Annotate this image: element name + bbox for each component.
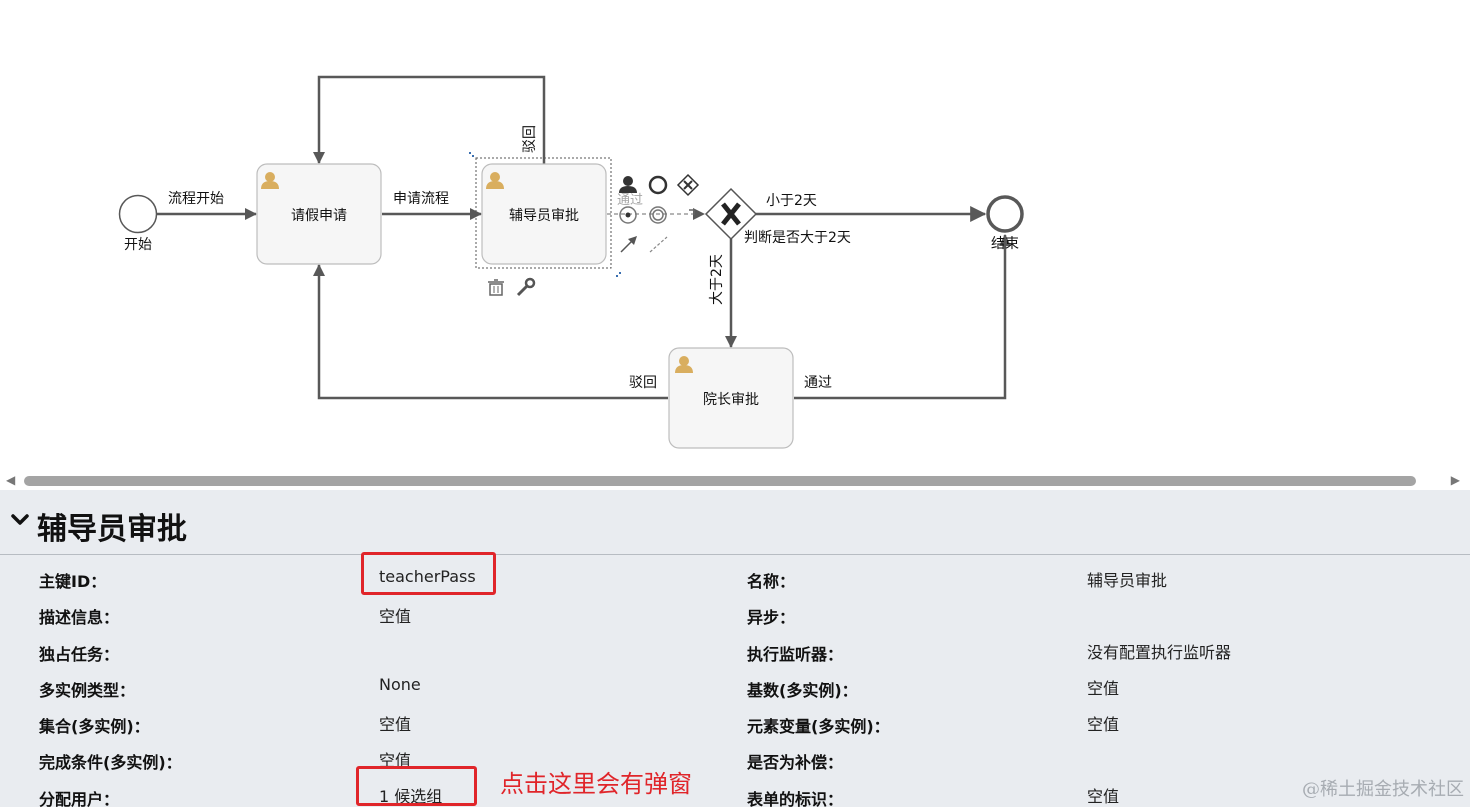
prop-label-execution-listeners: 执行监听器： <box>747 645 844 664</box>
bpmn-diagram[interactable]: 开始 结束 请假申请 <box>0 0 1470 470</box>
prop-value-assignment[interactable]: 1 候选组 <box>379 787 443 806</box>
start-event-label: 开始 <box>124 237 152 253</box>
prop-label-assignment: 分配用户： <box>39 790 120 809</box>
append-gateway-icon[interactable] <box>676 173 700 197</box>
flow-label-counselor-reject: 驳回 <box>522 125 538 153</box>
prop-value-description[interactable]: 空值 <box>379 607 412 626</box>
prop-label-collection: 集合(多实例)： <box>39 717 150 736</box>
prop-value-name[interactable]: 辅导员审批 <box>1087 571 1168 590</box>
flow-counselor-reject[interactable] <box>313 75 546 164</box>
prop-label-async: 异步： <box>747 608 796 627</box>
flow-label-apply: 申请流程 <box>393 191 449 207</box>
end-event[interactable] <box>986 195 1024 233</box>
properties-panel: 辅导员审批 主键ID： teacherPass 名称： 辅导员审批 描述信息： … <box>0 490 1470 809</box>
prop-label-name: 名称： <box>747 572 796 591</box>
scroll-right-icon[interactable]: ▶ <box>1450 473 1460 487</box>
prop-value-id[interactable]: teacherPass <box>379 567 476 586</box>
prop-label-exclusive: 独占任务： <box>39 645 120 664</box>
prop-value-form-key[interactable]: 空值 <box>1087 787 1120 806</box>
gateway-x-icon <box>721 202 741 226</box>
flow-dean-reject[interactable] <box>313 264 668 400</box>
task-dean[interactable] <box>668 347 794 449</box>
flow-label-less-than-2: 小于2天 <box>766 193 817 209</box>
prop-value-element-variable[interactable]: 空值 <box>1087 715 1120 734</box>
flow-label-dean-pass: 通过 <box>804 375 832 391</box>
selection-frame <box>475 157 612 269</box>
flow-label-start: 流程开始 <box>168 191 224 207</box>
bpmn-canvas[interactable]: 开始 结束 请假申请 <box>0 0 1470 470</box>
flow-label-dean-reject: 驳回 <box>629 375 657 391</box>
user-icon <box>675 356 693 373</box>
scroll-left-icon[interactable]: ◀ <box>6 473 16 487</box>
prop-value-multi-instance-type[interactable]: None <box>379 675 421 694</box>
prop-label-cardinality: 基数(多实例)： <box>747 681 858 700</box>
connect-arrow-icon[interactable] <box>620 236 637 253</box>
append-boundary-event-icon[interactable] <box>649 206 667 224</box>
append-user-task-icon[interactable] <box>619 176 637 193</box>
scrollbar-thumb[interactable] <box>24 476 1416 486</box>
resize-handle-icon[interactable] <box>469 152 621 277</box>
task-apply[interactable] <box>256 163 382 265</box>
prop-label-id: 主键ID： <box>39 572 107 591</box>
prop-value-execution-listeners[interactable]: 没有配置执行监听器 <box>1087 643 1232 662</box>
prop-label-multi-instance-type: 多实例类型： <box>39 681 136 700</box>
start-event[interactable] <box>118 194 158 234</box>
prop-label-form-key: 表单的标识： <box>747 790 844 809</box>
prop-label-compensation: 是否为补偿： <box>747 753 844 772</box>
flow-label-counselor-pass: 通过 <box>617 193 643 208</box>
highlight-box-id <box>361 552 496 595</box>
task-counselor[interactable] <box>469 152 621 277</box>
context-pad[interactable] <box>488 173 700 297</box>
task-dean-label: 院长审批 <box>703 392 759 408</box>
exclusive-gateway[interactable] <box>704 187 758 241</box>
properties-title: 辅导员审批 <box>37 512 187 547</box>
horizontal-scrollbar[interactable]: ◀ ▶ <box>0 472 1470 490</box>
prop-label-description: 描述信息： <box>39 608 120 627</box>
watermark: @稀土掘金技术社区 <box>1302 779 1464 800</box>
prop-value-cardinality[interactable]: 空值 <box>1087 679 1120 698</box>
properties-header[interactable]: 辅导员审批 <box>0 490 1470 555</box>
task-counselor-label: 辅导员审批 <box>509 208 579 224</box>
prop-value-completion-condition[interactable]: 空值 <box>379 751 412 770</box>
wrench-icon[interactable] <box>516 277 536 297</box>
gateway-label: 判断是否大于2天 <box>744 230 851 246</box>
append-intermediate-event-icon[interactable] <box>619 206 637 224</box>
user-icon <box>486 172 504 189</box>
flow-dean-pass[interactable] <box>794 234 1011 400</box>
delete-icon[interactable] <box>488 279 504 296</box>
annotation-note: 点击这里会有弹窗 <box>500 770 692 798</box>
flow-label-more-than-2: 大于2天 <box>709 254 725 305</box>
highlight-box-assignment <box>356 766 477 806</box>
end-event-label: 结束 <box>991 236 1019 252</box>
association-icon[interactable] <box>649 236 668 253</box>
prop-value-collection[interactable]: 空值 <box>379 715 412 734</box>
prop-label-completion-condition: 完成条件(多实例)： <box>39 753 182 772</box>
task-apply-label: 请假申请 <box>291 208 347 224</box>
change-type-icon[interactable] <box>689 209 695 215</box>
chevron-down-icon[interactable] <box>10 510 30 530</box>
append-end-event-icon[interactable] <box>648 175 668 195</box>
prop-label-element-variable: 元素变量(多实例)： <box>747 717 890 736</box>
user-icon <box>261 172 279 189</box>
